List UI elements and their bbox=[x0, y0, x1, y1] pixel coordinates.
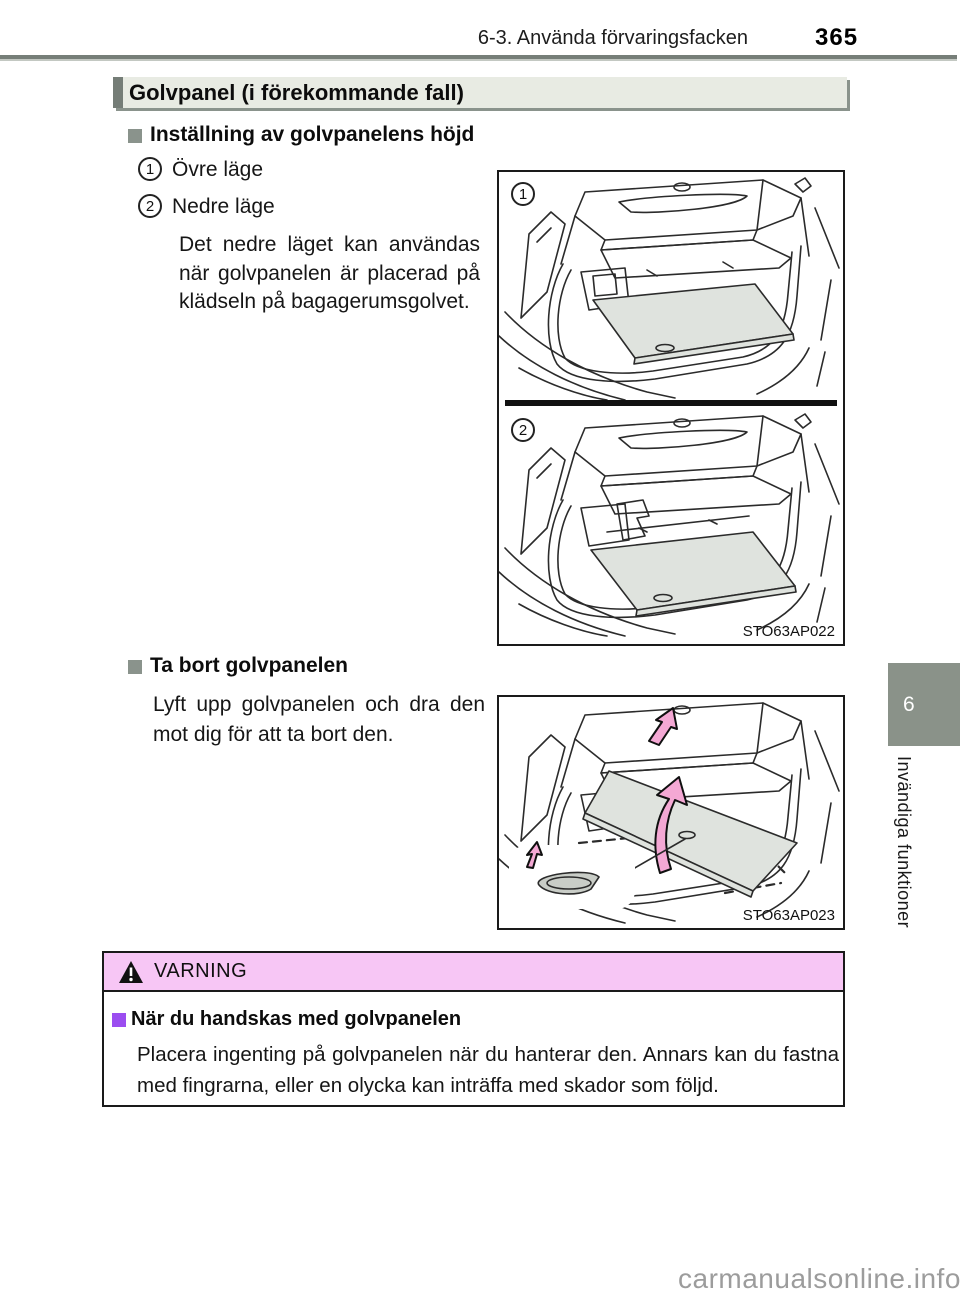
trunk-lower-position-illustration bbox=[499, 413, 840, 637]
breadcrumb: 6-3. Använda förvaringsfacken bbox=[477, 27, 748, 49]
page-title: Golvpanel (i förekommande fall) bbox=[129, 79, 464, 105]
section2-heading: Ta bort golvpanelen bbox=[150, 654, 348, 677]
header-rule bbox=[0, 55, 957, 61]
section2-note: Lyft upp golvpanelen och dra den mot dig… bbox=[153, 693, 485, 746]
section-title-bar: Golvpanel (i förekommande fall) bbox=[113, 77, 847, 108]
figure-remove-floor-panel: STO63AP023 bbox=[497, 695, 845, 930]
list-number-1: 1 bbox=[138, 157, 162, 181]
page-number: 365 bbox=[815, 24, 859, 51]
warning-body: Placera ingenting på golvpanelen när du … bbox=[137, 1043, 839, 1097]
warning-box: VARNING När du handskas med golvpanelen … bbox=[102, 951, 845, 1107]
section1-heading: Inställning av golvpanelens höjd bbox=[150, 123, 475, 146]
trunk-upper-position-illustration bbox=[499, 177, 840, 400]
section-bullet-icon bbox=[128, 660, 142, 674]
list-item-2-label: Nedre läge bbox=[172, 195, 275, 218]
figure-floor-panel-positions: 1 bbox=[497, 170, 845, 646]
chapter-tab: 6 bbox=[888, 663, 960, 746]
figure-divider bbox=[505, 400, 837, 406]
figure-code: STO63AP023 bbox=[742, 907, 835, 924]
chapter-number: 6 bbox=[903, 692, 915, 716]
warning-header-bar: VARNING bbox=[104, 953, 843, 992]
watermark: carmanualsonline.info bbox=[678, 1263, 960, 1294]
warning-triangle-icon bbox=[119, 960, 143, 983]
section1-note: Det nedre läget kan användas när golvpan… bbox=[179, 233, 480, 313]
figure-label-2: 2 bbox=[511, 418, 535, 442]
title-accent-bar bbox=[113, 77, 123, 108]
figure-code: STO63AP022 bbox=[742, 623, 835, 640]
list-number-2: 2 bbox=[138, 194, 162, 218]
chapter-side-label: Invändiga funktioner bbox=[894, 756, 914, 929]
warning-title: VARNING bbox=[154, 960, 248, 982]
figure-label-1: 1 bbox=[511, 182, 535, 206]
warning-bullet-icon bbox=[112, 1013, 126, 1027]
list-item-1-label: Övre läge bbox=[172, 158, 264, 181]
section-bullet-icon bbox=[128, 129, 142, 143]
warning-heading: När du handskas med golvpanelen bbox=[131, 1008, 462, 1030]
trunk-panel-removal-illustration bbox=[499, 702, 840, 924]
